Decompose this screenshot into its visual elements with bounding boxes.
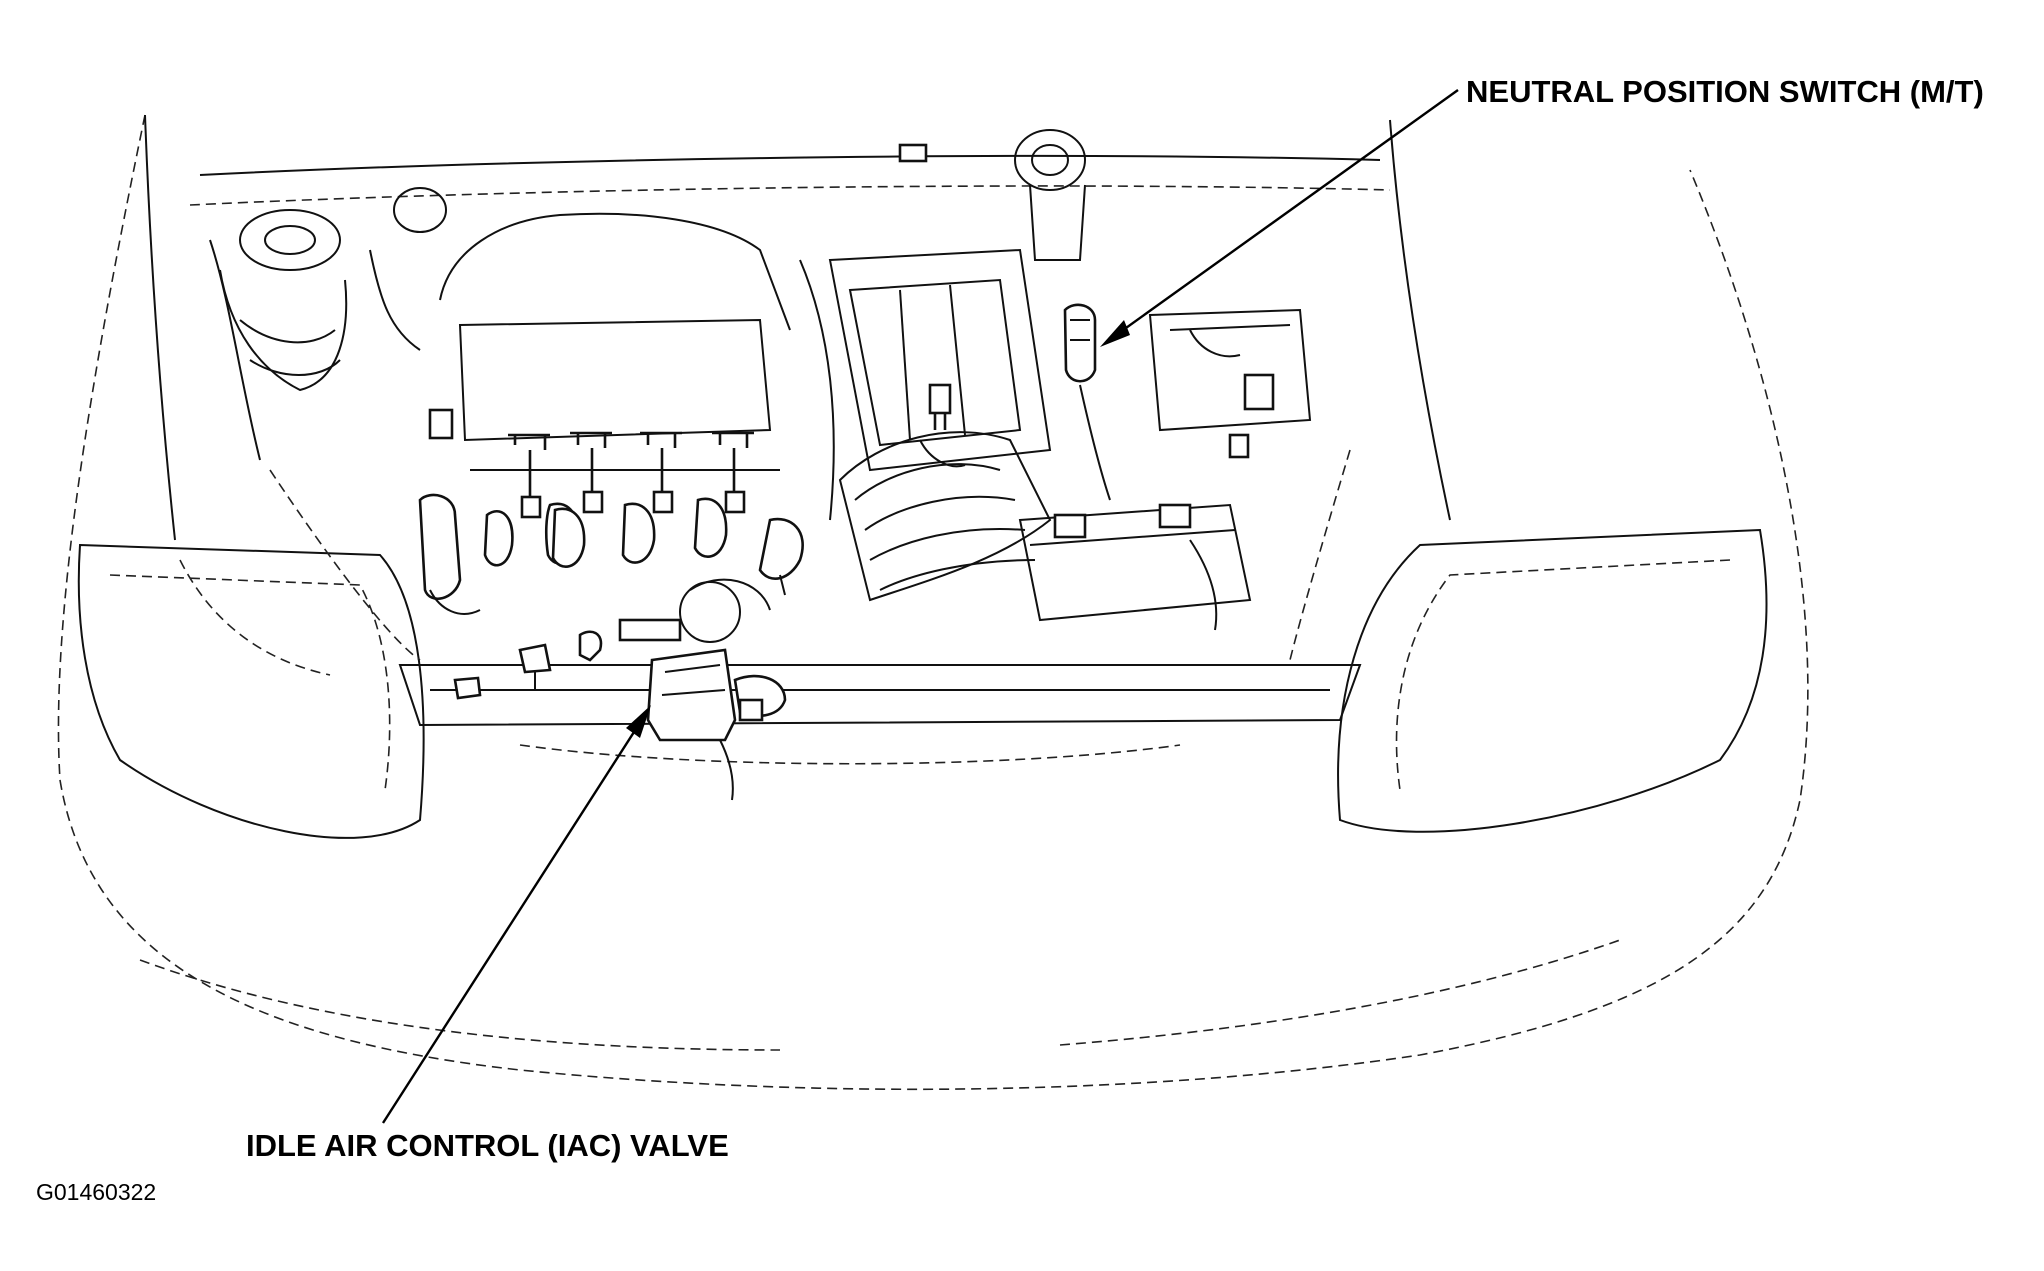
ignition-coils xyxy=(483,431,754,568)
neutral-position-switch xyxy=(1063,303,1111,501)
ignition-coil xyxy=(693,431,754,558)
ignition-coil xyxy=(551,431,612,568)
engine-bay-outline xyxy=(179,449,1351,676)
air-cleaner-box xyxy=(828,248,1052,472)
brake-master-cylinder xyxy=(219,187,447,392)
coolant-reservoir xyxy=(898,129,1086,261)
air-intake-duct xyxy=(838,431,1052,602)
neutral-switch-leader xyxy=(1100,89,1459,347)
left-sensor-housing xyxy=(418,408,481,615)
relay-box xyxy=(1148,308,1312,459)
front-sensors xyxy=(453,630,603,700)
ignition-coil xyxy=(621,431,682,564)
intake-manifold xyxy=(439,212,835,521)
throttle-body xyxy=(679,517,804,643)
right-headlight xyxy=(1337,528,1768,833)
figure-id: G01460322 xyxy=(36,1179,156,1205)
battery xyxy=(1018,503,1252,631)
iac-valve-leader xyxy=(381,705,651,1124)
iac-valve xyxy=(618,618,787,801)
left-headlight xyxy=(77,543,425,839)
firewall xyxy=(189,154,1391,461)
iac-valve-label: IDLE AIR CONTROL (IAC) VALVE xyxy=(246,1128,729,1163)
neutral-position-switch-label: NEUTRAL POSITION SWITCH (M/T) xyxy=(1466,74,1984,109)
vehicle-body-outline xyxy=(57,114,1809,1091)
radiator-support xyxy=(398,664,1362,765)
